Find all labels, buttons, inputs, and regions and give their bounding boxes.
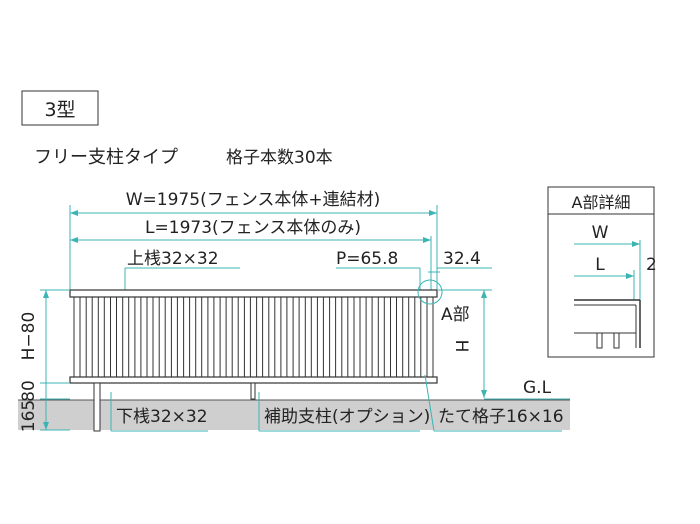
picket <box>426 296 434 378</box>
picket <box>414 296 422 378</box>
w-dimension-label: W=1975(フェンス本体+連結材) <box>126 190 381 210</box>
picket <box>292 296 300 378</box>
top-rail <box>69 289 438 298</box>
type-label: 3型 <box>44 99 75 121</box>
bottom-rail <box>69 376 438 384</box>
detail-title: A部詳細 <box>572 193 631 212</box>
h-dimension <box>437 289 492 398</box>
picket <box>219 296 227 378</box>
part-a-circle <box>417 279 443 305</box>
picket <box>316 296 324 378</box>
aux-post-label: 補助支柱(オプション) <box>264 407 430 427</box>
picket <box>353 296 361 378</box>
picket <box>158 296 166 378</box>
picket <box>134 296 142 378</box>
picket <box>268 296 276 378</box>
picket <box>329 296 337 378</box>
picket <box>122 296 130 378</box>
h-label: H <box>451 340 471 353</box>
detail-l-label: L <box>595 255 605 275</box>
picket <box>377 296 385 378</box>
picket <box>195 296 203 378</box>
picket <box>365 296 373 378</box>
top-rail-label: 上桟32×32 <box>127 249 219 269</box>
subtitle: フリー支柱タイプ <box>34 147 178 168</box>
detail-w-label: W <box>592 223 609 243</box>
aux-post-left <box>93 382 101 432</box>
picket <box>146 296 154 378</box>
picket <box>390 296 397 378</box>
bottom-rail-label: 下桟32×32 <box>116 407 208 427</box>
picket <box>280 296 288 378</box>
picket <box>402 296 410 378</box>
picket <box>256 296 264 378</box>
picket-label: たて格子16×16 <box>438 407 564 427</box>
picket <box>243 296 251 378</box>
end-gap-label: 32.4 <box>443 249 481 269</box>
picket-leader <box>424 374 435 432</box>
l-dimension <box>70 236 432 290</box>
picket <box>73 296 81 378</box>
aux-post-center <box>250 382 256 400</box>
embed-depth-label: 165 <box>19 400 39 432</box>
picket <box>97 296 105 378</box>
picket <box>304 296 312 378</box>
picket <box>110 296 117 378</box>
detail-gap-label: 2 <box>646 255 657 275</box>
type-label-box <box>21 90 99 126</box>
detail-rail <box>574 299 641 349</box>
part-a-label: A部 <box>441 305 470 325</box>
picket <box>170 296 178 378</box>
picket <box>207 296 215 378</box>
picket <box>183 296 191 378</box>
bottom-gap-label: 80 <box>19 380 39 402</box>
picket <box>85 296 93 378</box>
left-vertical-dimension <box>40 289 70 431</box>
w-dimension <box>69 205 438 290</box>
picket <box>231 296 239 378</box>
ground-level-label: G.L <box>523 378 552 398</box>
l-dimension-label: L=1973(フェンス本体のみ) <box>145 218 361 238</box>
picket-group <box>73 296 434 378</box>
pitch-label: P=65.8 <box>336 249 398 269</box>
h-minus-80-label: H−80 <box>19 312 39 361</box>
fence-body <box>69 289 438 432</box>
ground-band <box>18 400 570 430</box>
picket-count-label: 格子本数30本 <box>226 148 333 168</box>
picket <box>341 296 349 378</box>
